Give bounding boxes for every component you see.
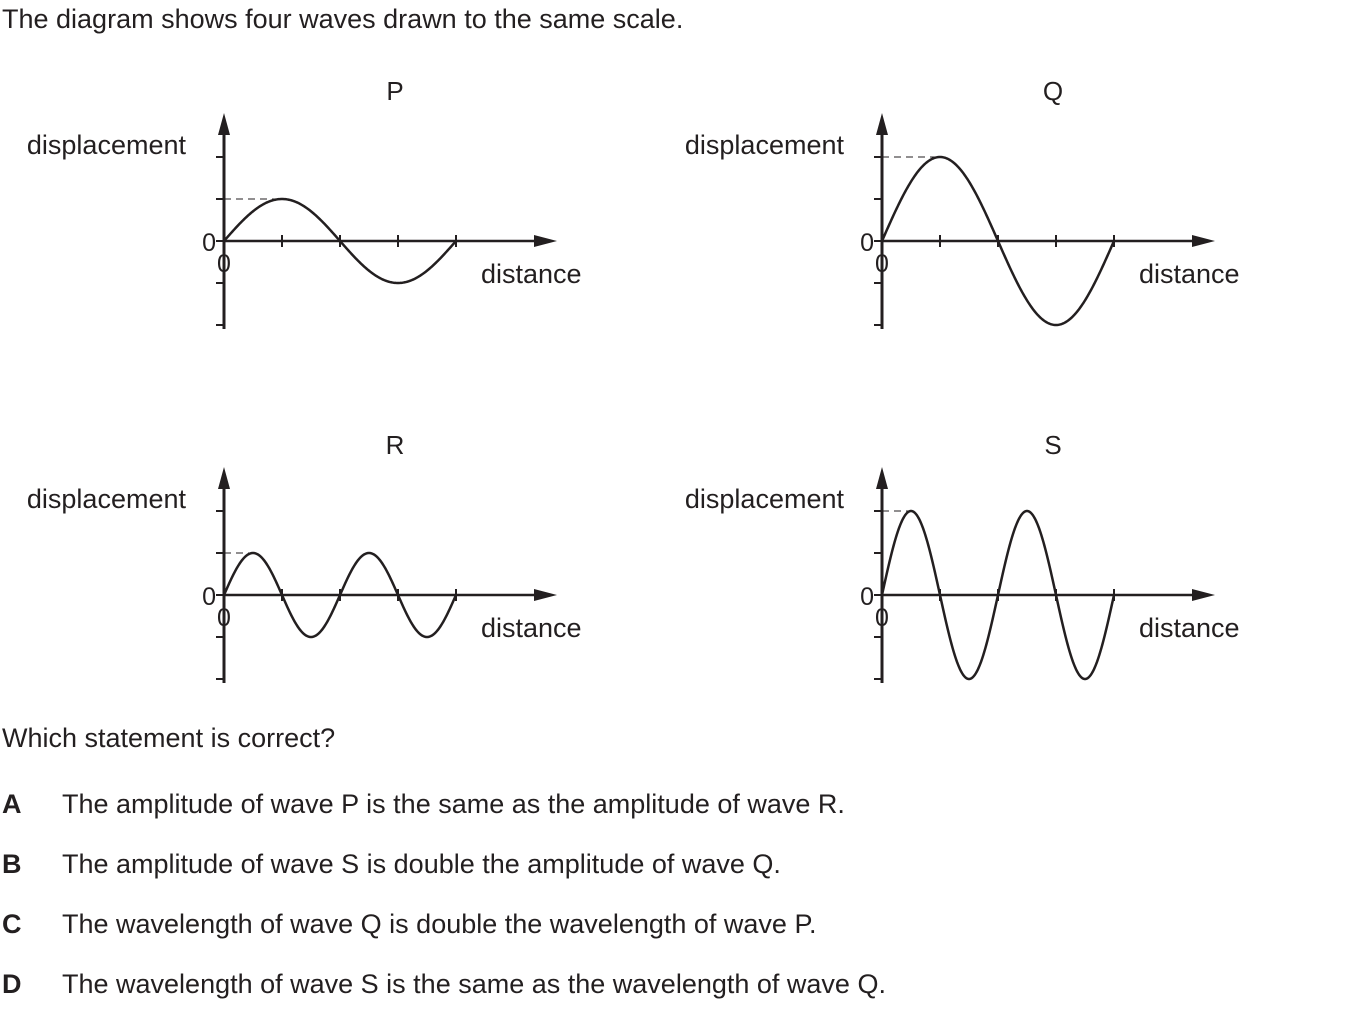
option-letter: A bbox=[2, 789, 22, 819]
x-axis-label: distance bbox=[481, 613, 582, 643]
axes bbox=[216, 467, 557, 683]
graph-p: P displacement distance 0 0 bbox=[27, 76, 582, 329]
y-axis-label: displacement bbox=[27, 484, 187, 514]
graph-title: R bbox=[386, 430, 405, 460]
x-axis-arrow bbox=[534, 589, 557, 601]
question-text: Which statement is correct? bbox=[2, 723, 336, 753]
axes bbox=[874, 467, 1215, 683]
y-axis-label: displacement bbox=[685, 130, 845, 160]
option-letter: B bbox=[2, 849, 22, 879]
x-axis-arrow bbox=[1192, 235, 1215, 247]
option-text: The amplitude of wave P is the same as t… bbox=[62, 789, 845, 819]
wave-curve bbox=[880, 509, 1116, 681]
graph-q: Q displacement distance 0 0 bbox=[685, 76, 1240, 329]
graph-title: P bbox=[386, 76, 403, 106]
y-axis-arrow bbox=[218, 113, 230, 135]
x-axis-arrow bbox=[1192, 589, 1215, 601]
x-axis-label: distance bbox=[1139, 613, 1240, 643]
origin-y-label: 0 bbox=[860, 583, 874, 611]
graph-title: S bbox=[1044, 430, 1061, 460]
wave-diagram: P displacement distance 0 0 Q displaceme… bbox=[27, 76, 1240, 683]
x-axis-arrow bbox=[534, 235, 557, 247]
x-axis-label: distance bbox=[1139, 259, 1240, 289]
option-letter: C bbox=[2, 909, 22, 939]
axes bbox=[874, 113, 1215, 329]
axes bbox=[216, 113, 557, 329]
origin-y-label: 0 bbox=[860, 229, 874, 257]
y-axis-arrow bbox=[876, 467, 888, 489]
option-text: The amplitude of wave S is double the am… bbox=[62, 849, 781, 879]
y-axis-arrow bbox=[876, 113, 888, 135]
wave-curve bbox=[222, 551, 458, 639]
intro-text: The diagram shows four waves drawn to th… bbox=[2, 4, 684, 34]
option-text: The wavelength of wave Q is double the w… bbox=[62, 909, 817, 939]
wave-curve bbox=[223, 197, 457, 285]
graph-r: R displacement distance 0 0 bbox=[27, 430, 582, 683]
y-axis-label: displacement bbox=[27, 130, 187, 160]
wave-curve bbox=[880, 155, 1116, 327]
option-letter: D bbox=[2, 969, 22, 999]
graph-s: S displacement distance 0 0 bbox=[685, 430, 1240, 683]
origin-y-label: 0 bbox=[202, 583, 216, 611]
origin-y-label: 0 bbox=[202, 229, 216, 257]
y-axis-arrow bbox=[218, 467, 230, 489]
x-axis-label: distance bbox=[481, 259, 582, 289]
y-axis-label: displacement bbox=[685, 484, 845, 514]
option-text: The wavelength of wave S is the same as … bbox=[62, 969, 886, 999]
graph-title: Q bbox=[1043, 76, 1063, 106]
